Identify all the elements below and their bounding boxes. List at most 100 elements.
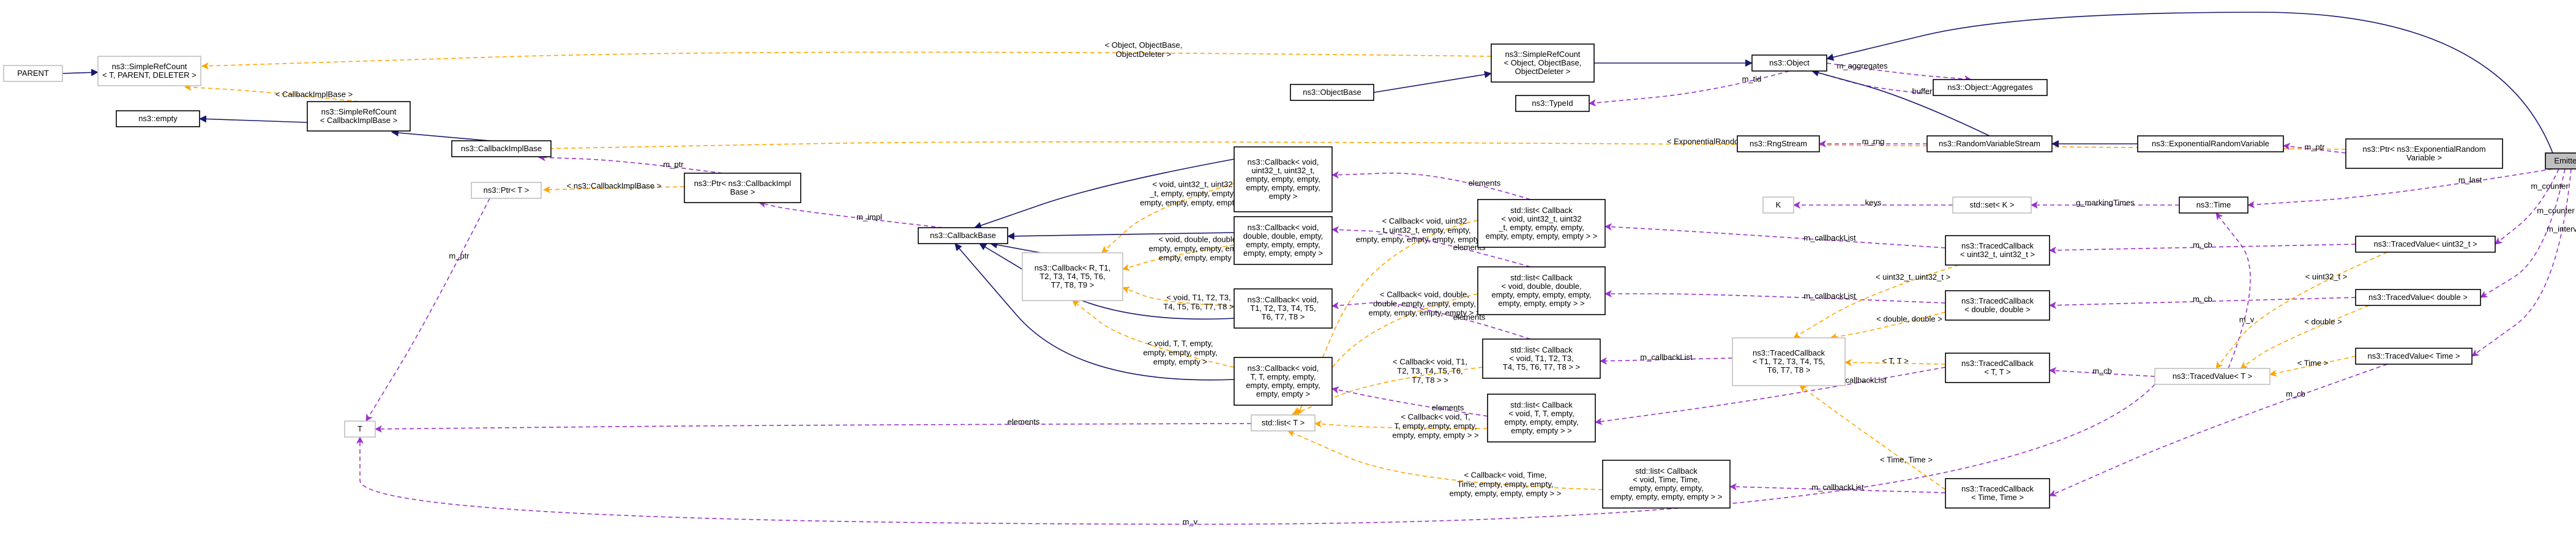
node-box[interactable] bbox=[1234, 216, 1333, 265]
node-tcb_double[interactable]: ns3::TracedCallback< double, double > bbox=[1945, 290, 2050, 321]
node-box[interactable] bbox=[1290, 84, 1374, 101]
node-stdlist_uint32[interactable]: std::list< Callback< void, uint32_t, uin… bbox=[1477, 199, 1606, 248]
node-randomvariablestream[interactable]: ns3::RandomVariableStream bbox=[1926, 135, 2053, 152]
node-box[interactable] bbox=[1602, 460, 1731, 509]
node-stdlist_double[interactable]: std::list< Callback< void, double, doubl… bbox=[1477, 266, 1606, 315]
node-cb_r[interactable]: ns3::Callback< R, T1,T2, T3, T4, T5, T6,… bbox=[1022, 252, 1123, 301]
node-time[interactable]: ns3::Time bbox=[2179, 196, 2248, 214]
node-empty[interactable]: ns3::empty bbox=[116, 110, 200, 127]
node-box[interactable] bbox=[918, 227, 1008, 244]
node-box[interactable] bbox=[307, 101, 411, 132]
node-box[interactable] bbox=[1234, 288, 1333, 329]
node-box[interactable] bbox=[1022, 252, 1123, 301]
node-cb_uint32[interactable]: ns3::Callback< void,uint32_t, uint32_t,e… bbox=[1234, 146, 1333, 212]
edge-label: < Time > bbox=[2297, 359, 2329, 368]
node-box[interactable] bbox=[2355, 348, 2473, 365]
node-box[interactable] bbox=[1751, 54, 1827, 72]
node-box[interactable] bbox=[2355, 236, 2496, 253]
node-box[interactable] bbox=[1945, 290, 2050, 321]
node-box[interactable] bbox=[2154, 368, 2271, 385]
node-box[interactable] bbox=[451, 140, 552, 157]
edge-label: m_callbackList bbox=[1811, 483, 1864, 492]
node-box[interactable] bbox=[97, 56, 201, 86]
node-tcb_tt[interactable]: ns3::TracedCallback< T, T > bbox=[1945, 353, 2050, 383]
node-cb_t1[interactable]: ns3::Callback< void,T1, T2, T3, T4, T5,T… bbox=[1234, 288, 1333, 329]
node-label-line: ns3::Callback< R, T1, bbox=[1035, 263, 1110, 272]
node-object[interactable]: ns3::Object bbox=[1751, 54, 1827, 72]
node-callbackbase[interactable]: ns3::CallbackBase bbox=[918, 227, 1008, 244]
node-tcb_t1[interactable]: ns3::TracedCallback< T1, T2, T3, T4, T5,… bbox=[1732, 337, 1846, 386]
node-box[interactable] bbox=[684, 173, 801, 203]
node-tv_t[interactable]: ns3::TracedValue< T > bbox=[2154, 368, 2271, 385]
node-label-line: K bbox=[1776, 200, 1781, 209]
node-t[interactable]: T bbox=[344, 420, 376, 438]
node-label: ns3::ExponentialRandomVariable bbox=[2152, 139, 2269, 148]
node-exprv[interactable]: ns3::ExponentialRandomVariable bbox=[2137, 135, 2284, 152]
node-box[interactable] bbox=[2355, 289, 2481, 306]
node-simplerefcount_cbimpl[interactable]: ns3::SimpleRefCount< CallbackImplBase > bbox=[307, 101, 411, 132]
node-cb_tt[interactable]: ns3::Callback< void,T, T, empty, empty,e… bbox=[1234, 357, 1333, 406]
node-box[interactable] bbox=[1952, 196, 2032, 214]
edge-emitter-to-time bbox=[2247, 168, 2553, 209]
node-box[interactable] bbox=[1251, 414, 1316, 432]
node-box[interactable] bbox=[1487, 394, 1596, 443]
node-box[interactable] bbox=[116, 110, 200, 127]
node-emitter[interactable]: Emitter bbox=[2545, 152, 2576, 170]
node-stdset_k[interactable]: std::set< K > bbox=[1952, 196, 2032, 214]
node-label-line: ns3::ExponentialRandomVariable bbox=[2152, 139, 2269, 148]
node-cb_double[interactable]: ns3::Callback< void,double, double, empt… bbox=[1234, 216, 1333, 265]
node-box[interactable] bbox=[344, 420, 376, 438]
node-box[interactable] bbox=[1737, 135, 1820, 152]
node-label: ns3::SimpleRefCount< Object, ObjectBase,… bbox=[1504, 50, 1582, 76]
node-stdlist_t[interactable]: std::list< T > bbox=[1251, 414, 1316, 432]
edge-tcb_t1-to-stdlist_t1 bbox=[1600, 357, 1733, 365]
node-k[interactable]: K bbox=[1762, 196, 1794, 214]
node-tcb_time[interactable]: ns3::TracedCallback< Time, Time > bbox=[1945, 478, 2050, 509]
edge-label-line: T, empty, empty, empty, bbox=[1394, 422, 1477, 431]
node-box[interactable] bbox=[471, 182, 542, 199]
node-tv_uint32[interactable]: ns3::TracedValue< uint32_t > bbox=[2355, 236, 2496, 253]
node-box[interactable] bbox=[1762, 196, 1794, 214]
node-box[interactable] bbox=[1477, 266, 1606, 315]
node-box[interactable] bbox=[1933, 79, 2048, 96]
edge-label: < Callback< void, Time,Time, empty, empt… bbox=[1450, 471, 1562, 498]
node-box[interactable] bbox=[1234, 146, 1333, 212]
node-box[interactable] bbox=[1945, 478, 2050, 509]
node-tv_double[interactable]: ns3::TracedValue< double > bbox=[2355, 289, 2481, 306]
node-box[interactable] bbox=[1482, 338, 1601, 379]
node-rngstream[interactable]: ns3::RngStream bbox=[1737, 135, 1820, 152]
node-box[interactable] bbox=[1732, 337, 1846, 386]
node-box[interactable] bbox=[1477, 199, 1606, 248]
node-box[interactable] bbox=[3, 65, 63, 82]
node-box[interactable] bbox=[1515, 95, 1590, 112]
node-box[interactable] bbox=[1945, 235, 2050, 266]
node-label-line: ns3::ObjectBase bbox=[1303, 88, 1361, 97]
node-simplerefcount_obj[interactable]: ns3::SimpleRefCount< Object, ObjectBase,… bbox=[1491, 43, 1595, 83]
node-box[interactable] bbox=[2179, 196, 2248, 214]
node-box[interactable] bbox=[2545, 152, 2576, 170]
node-tv_time[interactable]: ns3::TracedValue< Time > bbox=[2355, 348, 2473, 365]
node-ptr_t[interactable]: ns3::Ptr< T > bbox=[471, 182, 542, 199]
node-callbackimplbase[interactable]: ns3::CallbackImplBase bbox=[451, 140, 552, 157]
node-box[interactable] bbox=[1926, 135, 2053, 152]
node-aggregates[interactable]: ns3::Object::Aggregates bbox=[1933, 79, 2048, 96]
node-tcb_uint32[interactable]: ns3::TracedCallback< uint32_t, uint32_t … bbox=[1945, 235, 2050, 266]
node-label-line: ns3::Callback< void, bbox=[1248, 157, 1319, 166]
node-box[interactable] bbox=[2345, 138, 2503, 169]
node-box[interactable] bbox=[1945, 353, 2050, 383]
node-parent[interactable]: PARENT bbox=[3, 65, 63, 82]
node-box[interactable] bbox=[1491, 43, 1595, 83]
node-stdlist_tt[interactable]: std::list< Callback< void, T, T, empty,e… bbox=[1487, 394, 1596, 443]
node-simplerefcount_t[interactable]: ns3::SimpleRefCount< T, PARENT, DELETER … bbox=[97, 56, 201, 86]
node-typeid[interactable]: ns3::TypeId bbox=[1515, 95, 1590, 112]
edge-label: < Callback< void, uint32_t, uint32_t, em… bbox=[1356, 217, 1493, 244]
node-box[interactable] bbox=[2137, 135, 2284, 152]
node-objectbase[interactable]: ns3::ObjectBase bbox=[1290, 84, 1374, 101]
node-box[interactable] bbox=[1234, 357, 1333, 406]
node-label-line: PARENT bbox=[17, 69, 49, 78]
node-label: std::list< T > bbox=[1262, 418, 1305, 427]
node-stdlist_time[interactable]: std::list< Callback< void, Time, Time,em… bbox=[1602, 460, 1731, 509]
node-stdlist_t1[interactable]: std::list< Callback< void, T1, T2, T3,T4… bbox=[1482, 338, 1601, 379]
